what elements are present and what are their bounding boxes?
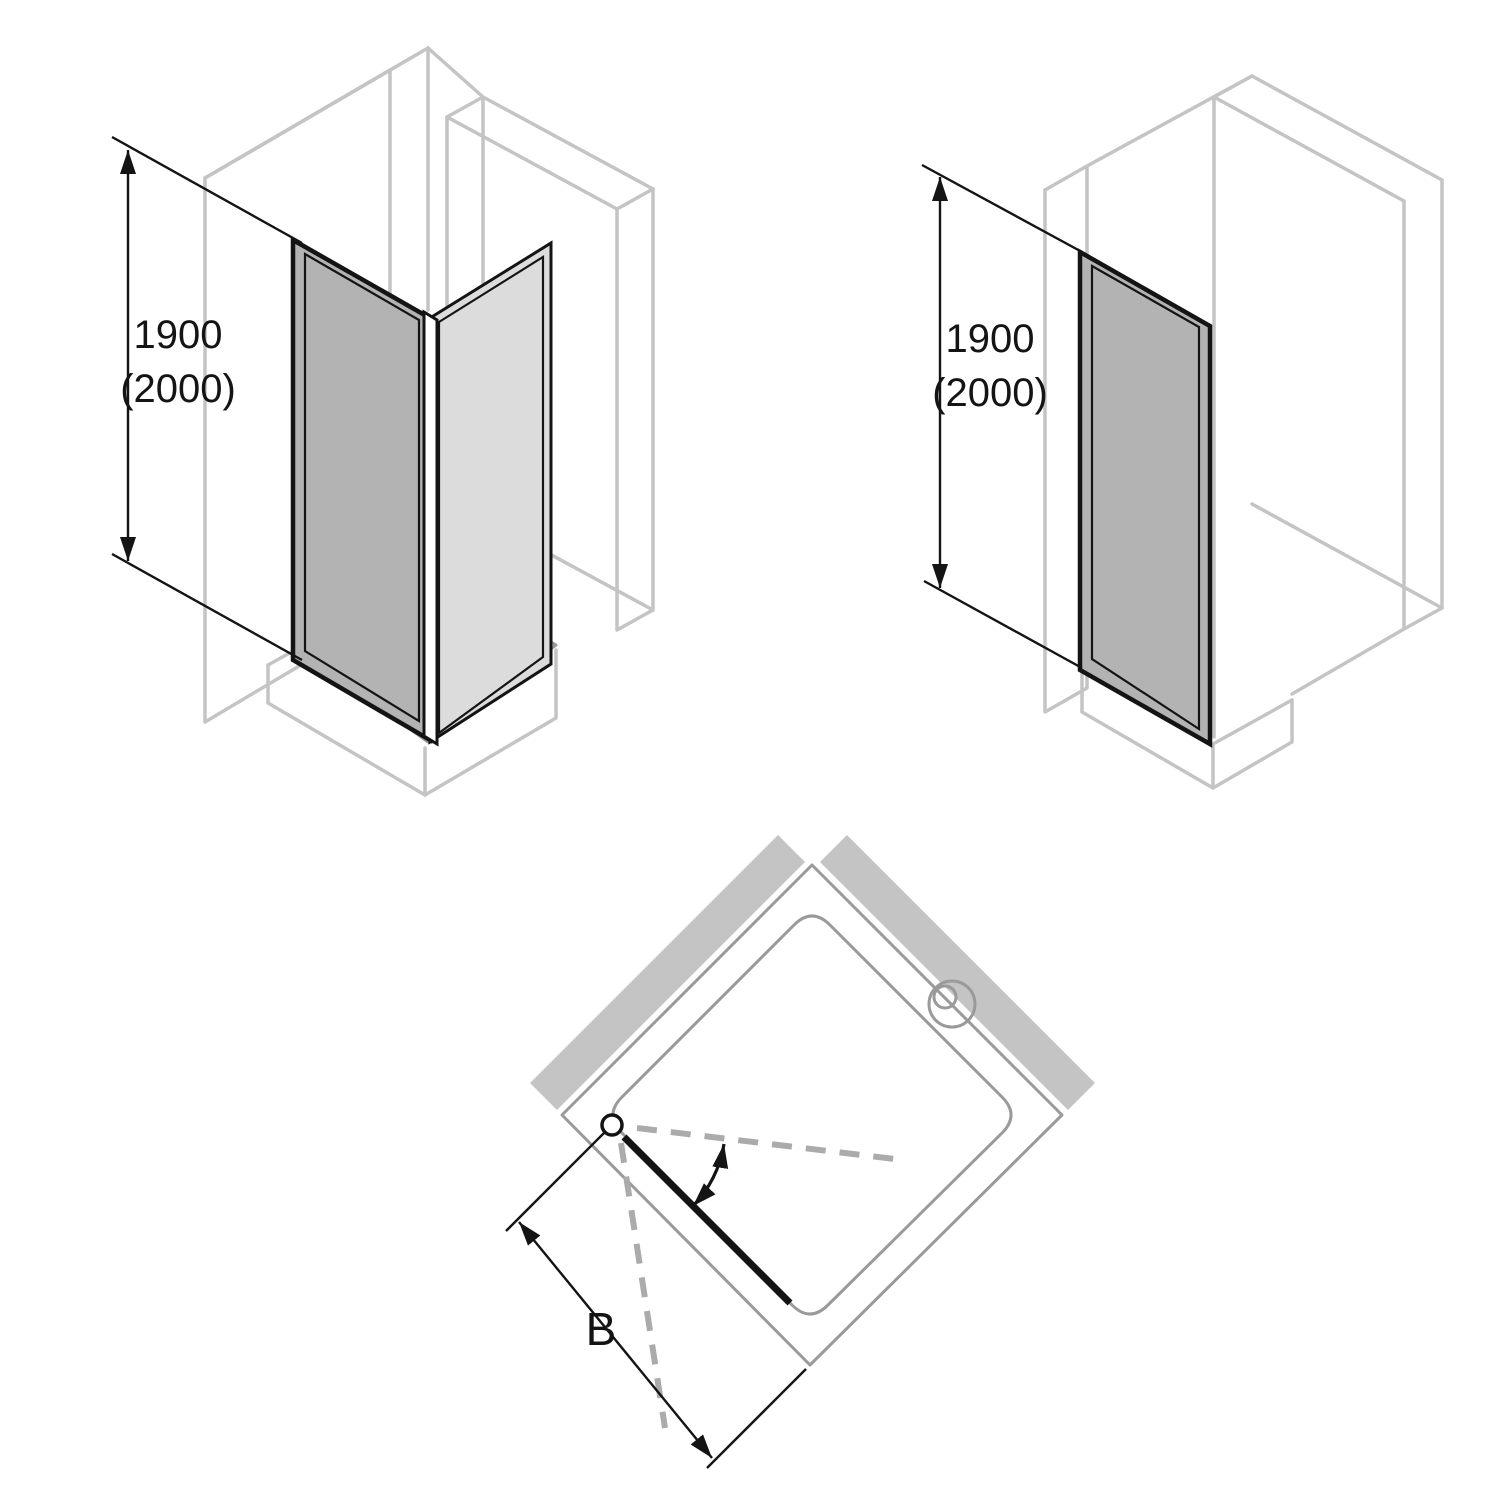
- wall-band: [820, 835, 1095, 1110]
- wall-outline: [615, 207, 655, 632]
- shower-tray: [560, 863, 1064, 1367]
- wall-outline: [1250, 178, 1444, 610]
- height-dimension-label: 1900: [134, 313, 223, 357]
- dimension-extension-line: [923, 579, 1083, 670]
- dimension-extension-line: [111, 552, 303, 662]
- door-frame: [1090, 264, 1201, 732]
- hinge-pivot-icon: [600, 1113, 624, 1137]
- swing-direction-arrow: [691, 1143, 729, 1208]
- corner-post: [422, 309, 439, 747]
- wall-outline: [1043, 74, 1444, 192]
- height-dimension-label: 1900: [946, 317, 1035, 361]
- dimension-extension-line: [111, 135, 303, 245]
- wall-outline: [203, 46, 430, 180]
- wall-outline: [426, 46, 485, 99]
- width-dimension-label: B: [586, 1303, 617, 1355]
- height-dimension-label-alt: (2000): [120, 367, 236, 411]
- wall-outline: [1212, 74, 1254, 739]
- wall-outline: [1290, 606, 1444, 696]
- wall-outline: [1212, 95, 1406, 203]
- drain-icon: [932, 984, 958, 1010]
- tray-inner-rim: [611, 914, 1013, 1316]
- dimension-extension-line: [921, 163, 1083, 254]
- door-closed-line: [621, 1134, 793, 1306]
- side-panel: [428, 240, 553, 745]
- figure-plan-view: B: [505, 835, 1095, 1469]
- height-dimension-label-alt: (2000): [932, 371, 1048, 415]
- dimension-extension-line: [505, 1131, 606, 1232]
- drain-icon: [927, 979, 977, 1029]
- door-panel: [1077, 248, 1213, 748]
- plinth-outline: [1211, 698, 1294, 746]
- wall-outline: [445, 95, 655, 211]
- dimension-arrow: [518, 1221, 713, 1459]
- door-frame: [303, 252, 421, 723]
- door-swing-dashed-line: [636, 1125, 904, 1163]
- dimension-extension-line: [706, 1368, 807, 1469]
- figure-niche-door: 1900 (2000): [921, 74, 1444, 790]
- side-panel-frame: [437, 255, 545, 736]
- wall-band: [530, 835, 805, 1110]
- figure-corner-enclosure: 1900 (2000): [111, 46, 655, 797]
